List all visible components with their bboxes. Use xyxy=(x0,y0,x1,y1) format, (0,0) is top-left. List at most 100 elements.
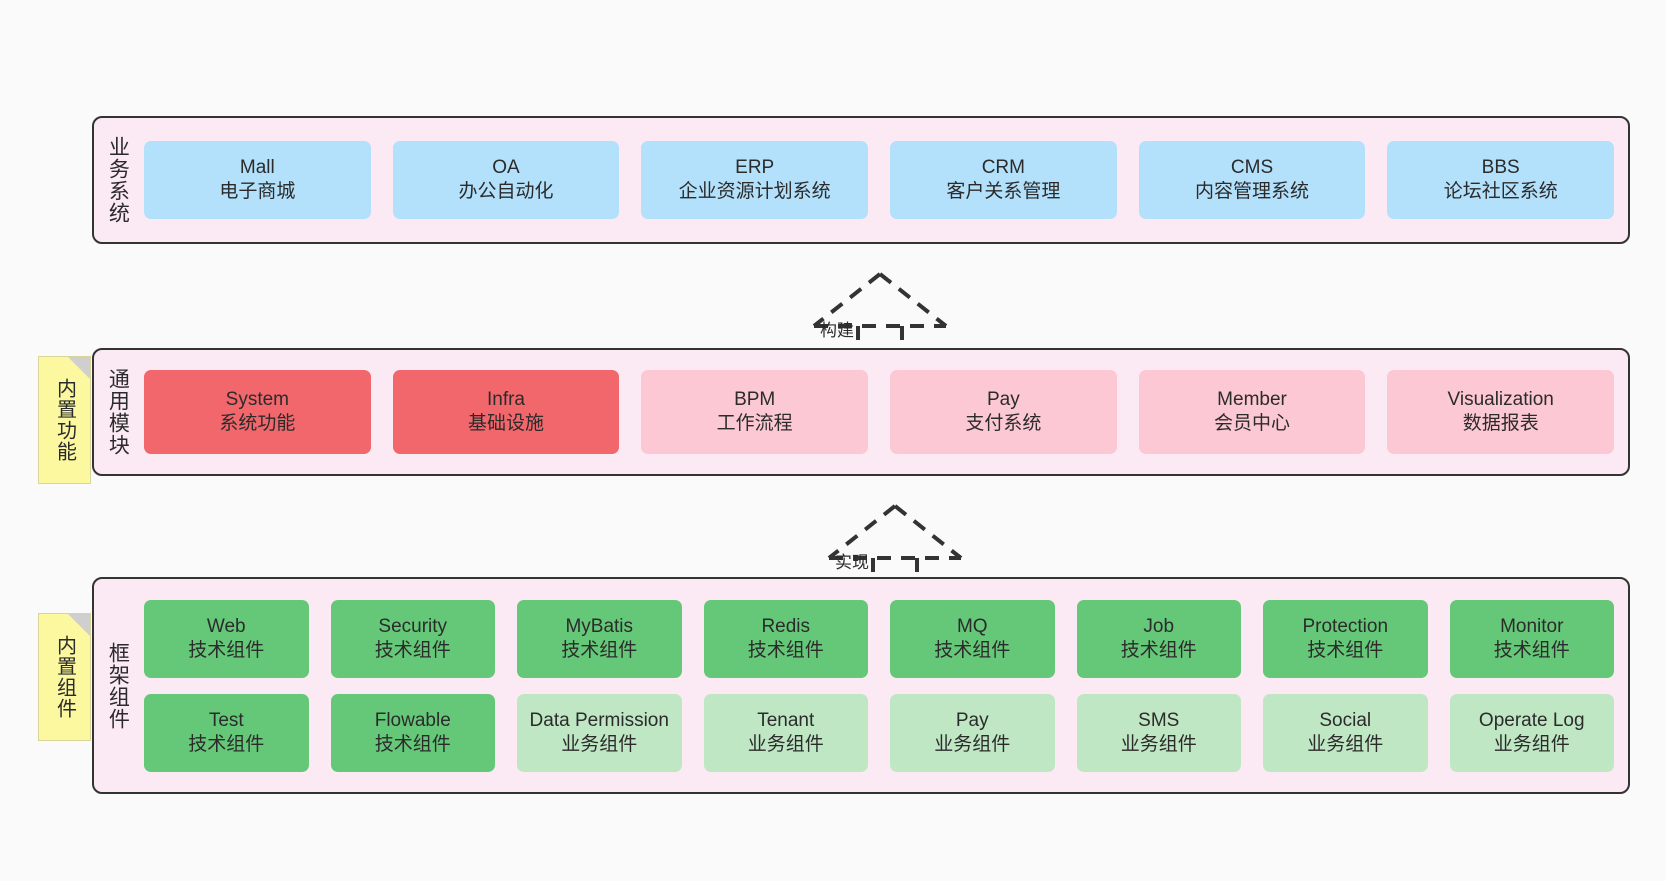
node-title: CRM xyxy=(981,157,1025,179)
layer-framework-component: 框架组件 Web 技术组件 Security 技术组件 MyBatis 技术组件… xyxy=(92,577,1630,794)
node-subtitle: 技术组件 xyxy=(934,639,1011,661)
node-tenant[interactable]: Tenant 业务组件 xyxy=(703,693,868,772)
node-title: Pay xyxy=(986,389,1020,411)
node-title: OA xyxy=(492,157,520,179)
sticky-note-label: 内置组件 xyxy=(53,635,76,719)
node-subtitle: 业务组件 xyxy=(934,733,1011,755)
node-row: Web 技术组件 Security 技术组件 MyBatis 技术组件 Redi… xyxy=(144,599,1614,678)
node-title: CMS xyxy=(1230,157,1274,179)
layer-business-system: 业务系统 Mall 电子商城 OA 办公自动化 ERP 企业资源计划系统 CRM… xyxy=(92,116,1630,244)
layer-body-common-module: System 系统功能 Infra 基础设施 BPM 工作流程 Pay 支付系统… xyxy=(140,350,1628,474)
node-data-permission[interactable]: Data Permission 业务组件 xyxy=(517,693,682,772)
node-system[interactable]: System 系统功能 xyxy=(144,370,371,454)
node-bbs[interactable]: BBS 论坛社区系统 xyxy=(1387,141,1615,219)
node-mybatis[interactable]: MyBatis 技术组件 xyxy=(517,599,682,678)
node-job[interactable]: Job 技术组件 xyxy=(1076,599,1241,678)
node-subtitle: 业务组件 xyxy=(1120,733,1197,755)
node-infra[interactable]: Infra 基础设施 xyxy=(392,370,620,454)
node-subtitle: 业务组件 xyxy=(1493,733,1570,755)
node-title: SMS xyxy=(1138,709,1180,731)
connector-label-implement: 实现 xyxy=(835,553,869,572)
node-subtitle: 论坛社区系统 xyxy=(1443,181,1558,202)
node-title: Infra xyxy=(486,389,526,411)
node-subtitle: 会员中心 xyxy=(1214,413,1291,434)
layer-title-framework-component: 框架组件 xyxy=(106,641,130,730)
node-title: Visualization xyxy=(1447,389,1554,411)
node-subtitle: 业务组件 xyxy=(1307,733,1384,755)
node-title: Test xyxy=(208,709,244,731)
node-security[interactable]: Security 技术组件 xyxy=(330,599,495,678)
node-subtitle: 办公自动化 xyxy=(458,181,554,202)
node-subtitle: 业务组件 xyxy=(561,733,638,755)
node-title: BPM xyxy=(734,389,776,411)
node-monitor[interactable]: Monitor 技术组件 xyxy=(1449,599,1614,678)
node-title: Data Permission xyxy=(529,709,669,731)
node-operate-log[interactable]: Operate Log 业务组件 xyxy=(1449,693,1614,772)
node-title: MyBatis xyxy=(565,615,634,637)
node-test[interactable]: Test 技术组件 xyxy=(144,693,309,772)
layer-title-common-module: 通用模块 xyxy=(106,368,130,456)
node-visualization[interactable]: Visualization 数据报表 xyxy=(1387,370,1615,454)
node-subtitle: 内容管理系统 xyxy=(1195,181,1310,202)
sticky-note-label: 内置功能 xyxy=(53,378,76,462)
node-subtitle: 数据报表 xyxy=(1462,413,1539,434)
node-subtitle: 企业资源计划系统 xyxy=(678,181,831,202)
node-pay[interactable]: Pay 支付系统 xyxy=(890,370,1117,454)
sticky-note-builtin-component: 内置组件 xyxy=(38,613,91,741)
node-subtitle: 客户关系管理 xyxy=(946,181,1061,202)
layer-common-module: 通用模块 System 系统功能 Infra 基础设施 BPM 工作流程 Pay… xyxy=(92,348,1630,476)
node-subtitle: 技术组件 xyxy=(1120,639,1197,661)
connector-label-build: 构建 xyxy=(820,321,854,340)
node-bpm[interactable]: BPM 工作流程 xyxy=(641,370,869,454)
node-member[interactable]: Member 会员中心 xyxy=(1138,370,1366,454)
layer-body-framework-component: Web 技术组件 Security 技术组件 MyBatis 技术组件 Redi… xyxy=(140,579,1628,792)
node-protection[interactable]: Protection 技术组件 xyxy=(1263,599,1428,678)
node-title: BBS xyxy=(1481,157,1520,179)
node-title: Flowable xyxy=(374,709,451,731)
node-subtitle: 技术组件 xyxy=(374,733,451,755)
node-subtitle: 工作流程 xyxy=(716,413,793,434)
node-row: System 系统功能 Infra 基础设施 BPM 工作流程 Pay 支付系统… xyxy=(144,370,1615,454)
node-subtitle: 业务组件 xyxy=(747,733,824,755)
node-subtitle: 技术组件 xyxy=(1307,639,1384,661)
node-mq[interactable]: MQ 技术组件 xyxy=(890,599,1055,678)
node-row: Test 技术组件 Flowable 技术组件 Data Permission … xyxy=(144,693,1614,772)
node-crm[interactable]: CRM 客户关系管理 xyxy=(890,141,1117,219)
node-subtitle: 技术组件 xyxy=(374,639,451,661)
node-title: Security xyxy=(378,615,448,637)
layer-body-business-system: Mall 电子商城 OA 办公自动化 ERP 企业资源计划系统 CRM 客户关系… xyxy=(140,118,1628,242)
node-subtitle: 支付系统 xyxy=(965,413,1042,434)
node-subtitle: 电子商城 xyxy=(219,181,296,202)
node-title: Web xyxy=(206,615,246,637)
node-title: Pay xyxy=(955,709,989,731)
node-web[interactable]: Web 技术组件 xyxy=(144,599,309,678)
layer-title-business-system: 业务系统 xyxy=(106,136,130,224)
node-pay-component[interactable]: Pay 业务组件 xyxy=(890,693,1055,772)
node-title: System xyxy=(225,389,290,411)
node-title: Monitor xyxy=(1500,615,1564,637)
node-social[interactable]: Social 业务组件 xyxy=(1263,693,1428,772)
node-title: Tenant xyxy=(757,709,815,731)
node-subtitle: 技术组件 xyxy=(188,733,265,755)
node-subtitle: 系统功能 xyxy=(219,413,296,434)
node-oa[interactable]: OA 办公自动化 xyxy=(392,141,620,219)
node-row: Mall 电子商城 OA 办公自动化 ERP 企业资源计划系统 CRM 客户关系… xyxy=(144,141,1615,219)
node-subtitle: 技术组件 xyxy=(188,639,265,661)
node-title: MQ xyxy=(956,615,988,637)
node-title: Mall xyxy=(239,157,275,179)
sticky-note-builtin-function: 内置功能 xyxy=(38,356,91,484)
node-title: Social xyxy=(1319,709,1372,731)
node-redis[interactable]: Redis 技术组件 xyxy=(703,599,868,678)
node-flowable[interactable]: Flowable 技术组件 xyxy=(330,693,495,772)
node-cms[interactable]: CMS 内容管理系统 xyxy=(1138,141,1366,219)
node-title: Operate Log xyxy=(1478,709,1585,731)
node-subtitle: 技术组件 xyxy=(561,639,638,661)
node-sms[interactable]: SMS 业务组件 xyxy=(1076,693,1241,772)
node-mall[interactable]: Mall 电子商城 xyxy=(144,141,371,219)
node-title: Job xyxy=(1143,615,1175,637)
node-title: ERP xyxy=(735,157,775,179)
connector-build: 构建 xyxy=(800,270,960,360)
node-erp[interactable]: ERP 企业资源计划系统 xyxy=(641,141,869,219)
node-subtitle: 技术组件 xyxy=(747,639,824,661)
node-subtitle: 基础设施 xyxy=(468,413,545,434)
